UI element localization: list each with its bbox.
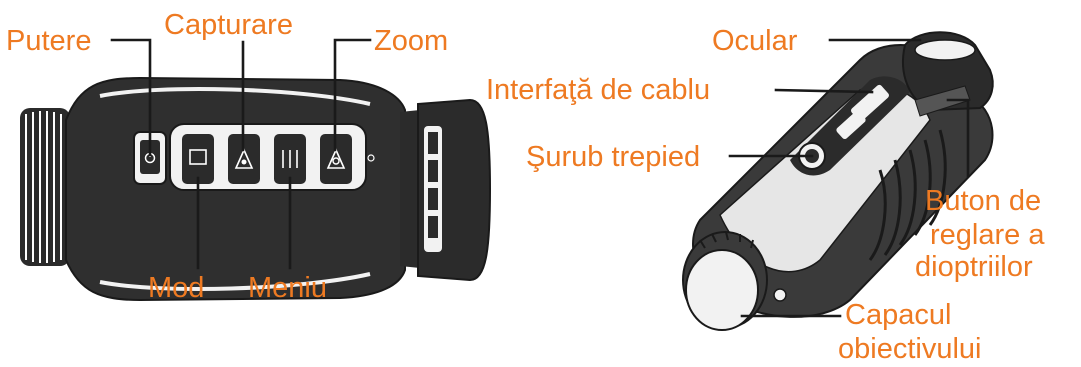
label-cable-interface: Interfaţă de cablu bbox=[486, 74, 710, 106]
eyepiece-left bbox=[417, 98, 492, 282]
monocular-angled-view bbox=[682, 31, 994, 331]
callout-menu: Meniu bbox=[248, 176, 327, 304]
label-diopter-3: dioptriilor bbox=[915, 251, 1033, 283]
callout-tripod-screw: Şurub trepied bbox=[526, 141, 814, 173]
mode-button[interactable] bbox=[182, 134, 214, 184]
power-button[interactable] bbox=[133, 131, 167, 185]
label-diopter-1: Buton de bbox=[925, 185, 1041, 217]
label-zoom: Zoom bbox=[374, 25, 448, 57]
eyepiece-right bbox=[902, 31, 994, 112]
label-menu: Meniu bbox=[248, 272, 327, 304]
mode-icon bbox=[189, 149, 207, 165]
camera-icon bbox=[234, 148, 254, 169]
callout-cable-interface: Interfaţă de cablu bbox=[486, 74, 874, 106]
monocular-top-view bbox=[20, 76, 492, 302]
label-mode: Mod bbox=[148, 272, 204, 304]
menu-icon bbox=[282, 150, 298, 168]
callout-capture: Capturare bbox=[164, 9, 293, 152]
label-lens-cap-2: obiectivului bbox=[838, 333, 981, 365]
menu-button[interactable] bbox=[274, 134, 306, 184]
label-capture: Capturare bbox=[164, 9, 293, 41]
button-panel bbox=[169, 123, 367, 191]
diopter-ring bbox=[914, 85, 971, 117]
label-power: Putere bbox=[6, 25, 91, 57]
zoom-button[interactable] bbox=[320, 134, 352, 184]
lens-cap bbox=[682, 231, 768, 331]
callout-power: Putere bbox=[6, 25, 152, 157]
capture-button[interactable] bbox=[228, 134, 260, 184]
objective-lens-ring bbox=[20, 108, 70, 266]
label-lens-cap-1: Capacul bbox=[845, 299, 951, 331]
callout-eyepiece: Ocular bbox=[712, 25, 922, 57]
callout-zoom: Zoom bbox=[333, 25, 448, 152]
callout-diopter: Buton de reglare a dioptriilor bbox=[915, 98, 1045, 283]
label-diopter-2: reglare a bbox=[930, 219, 1045, 251]
callout-lens-cap: Capacul obiectivului bbox=[740, 299, 981, 365]
callout-mode: Mod bbox=[148, 176, 204, 304]
label-eyepiece: Ocular bbox=[712, 25, 798, 57]
label-tripod-screw: Şurub trepied bbox=[526, 141, 700, 173]
zoom-icon bbox=[326, 148, 346, 169]
